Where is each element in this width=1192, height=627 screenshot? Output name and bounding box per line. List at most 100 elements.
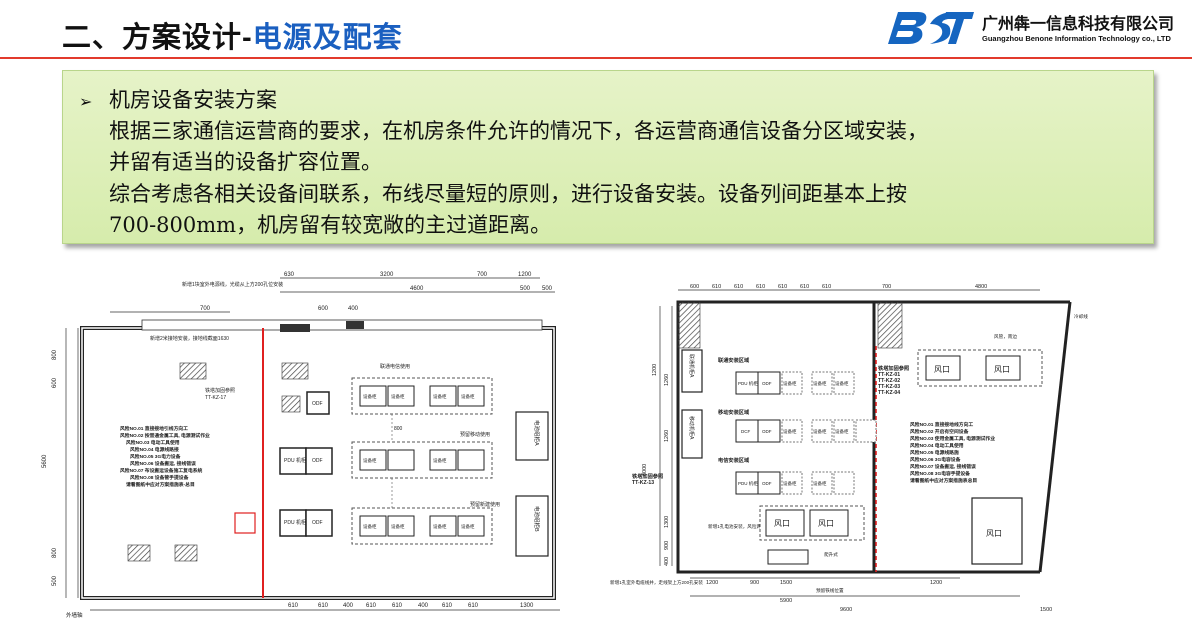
right-bottom-dim-1: 900 — [750, 580, 759, 586]
right-note-3: 铁塔加固参照 — [878, 364, 910, 372]
left-legend: 风险NO.01 直接接地引线方向工 风险NO.02 按普通金属工具, 电源测试作… — [120, 425, 210, 488]
right-box-a: 联通机柜A — [688, 354, 695, 378]
right-legend-0: 风险NO.01 直接接地线方向工 — [910, 421, 973, 428]
left-pdu-1: PDU 机柜 — [284, 457, 306, 464]
right-note-4: TT-KZ-01 — [878, 372, 900, 378]
left-note-0: 新增1块室外电源线，光缆从上方200孔位安装 — [182, 281, 283, 288]
right-top-dim-8: 4800 — [975, 284, 987, 290]
right-left-dim-4: 1300 — [664, 516, 670, 528]
right-note-8: 铁塔加固参照 — [632, 472, 664, 480]
left-top-dim3-1: 600 — [318, 306, 329, 312]
right-odf-1: ODF — [762, 381, 772, 386]
right-note-11: 新增1孔室外电缆线并，走线架上方200孔安装 — [610, 579, 703, 586]
left-mid-dim: 800 — [394, 426, 403, 432]
left-top-dim3-0: 700 — [200, 306, 211, 312]
left-top-dim-0: 630 — [284, 272, 295, 278]
right-top-dim-4: 610 — [778, 284, 787, 290]
right-box-b: 移动机柜A — [688, 416, 695, 440]
right-cab-2: 设备柜 — [813, 380, 827, 387]
arrow-bullet-icon: ➢ — [79, 92, 93, 111]
right-legend-6: 风险NO.07 设备搬运, 接线错误 — [910, 463, 976, 470]
right-dcf-1: DCF — [741, 429, 750, 434]
right-top-dim-5: 610 — [800, 284, 809, 290]
right-legend-7: 风险NO.08 3G电容手提设备 — [910, 470, 970, 477]
right-left-dim-3: 6000 — [642, 464, 648, 476]
left-note-4: 联通电信使用 — [380, 363, 410, 370]
company-logo: 广州犇一信息科技有限公司 Guangzhou Benone Informatio… — [884, 6, 1184, 50]
left-corner-label: 外墙轴 — [66, 611, 83, 619]
floor-plan-left: 630 3200 700 1200 4600 500 500 700 600 4… — [30, 268, 570, 620]
right-bottom-total-2: 1500 — [1040, 607, 1052, 613]
left-ac-label: ODF — [312, 401, 323, 407]
right-pdu-1: PDU 机柜 — [738, 380, 758, 387]
right-pdu-2: PDU 机柜 — [738, 480, 758, 487]
right-legend-4: 风险NO.05 电源线路施 — [910, 449, 959, 456]
left-legend-3: 风险NO.04 电源线路接 — [130, 446, 179, 453]
left-odf-1: ODF — [312, 458, 323, 464]
heading-text: 机房设备安装方案 — [109, 88, 277, 112]
left-top-dim2-1: 500 — [520, 286, 531, 292]
left-bottom-dim-2: 400 — [343, 603, 354, 609]
left-cab-7: 设备柜 — [363, 523, 377, 530]
left-bottom-dim-3: 610 — [366, 603, 377, 609]
left-legend-1: 风险NO.02 按普通金属工具, 电源测试作业 — [120, 432, 210, 439]
page-title: 二、方案设计-电源及配套 — [62, 14, 403, 56]
right-legend-1: 风险NO.02 开启有空间设备 — [910, 428, 969, 435]
left-side-box-2: 电池组柜B — [533, 506, 541, 532]
right-note-15: 预留铁线位置 — [816, 587, 844, 594]
right-note-9: TT-KZ-13 — [632, 480, 654, 486]
right-top-dim-1: 610 — [712, 284, 721, 290]
left-top-dim-1: 3200 — [380, 272, 394, 278]
left-side-box-1: 电池组柜A — [533, 420, 541, 446]
floor-plan-right-drawing: 600 610 610 610 610 610 610 700 4800 120… — [610, 284, 1088, 613]
left-side-dim-3: 800 — [52, 547, 58, 558]
right-left-dim-1: 1260 — [664, 374, 670, 386]
left-legend-4: 风险NO.05 3G电力设备 — [130, 453, 181, 460]
left-note-6: 预留新建使用 — [470, 501, 500, 508]
right-top-dim-6: 610 — [822, 284, 831, 290]
left-cab-5: 设备柜 — [363, 457, 377, 464]
right-fan-5: 风口 — [986, 529, 1002, 538]
right-note-2: 电信安装区域 — [718, 456, 750, 464]
company-name-cn: 广州犇一信息科技有限公司 — [982, 16, 1175, 33]
left-bottom-dim-0: 610 — [288, 603, 299, 609]
right-note-5: TT-KZ-02 — [878, 378, 900, 384]
right-cab-1: 设备柜 — [783, 380, 797, 387]
floor-plan-right: 600 610 610 610 610 610 610 700 4800 120… — [600, 266, 1110, 620]
right-legend-2: 风险NO.03 使用金属工具, 电源测试作业 — [910, 435, 995, 442]
left-bottom-dim-6: 610 — [442, 603, 453, 609]
title-accent: 电源及配套 — [252, 22, 403, 54]
left-cab-2: 设备柜 — [391, 393, 405, 400]
right-legend: 风险NO.01 直接接地线方向工 风险NO.02 开启有空间设备 风险NO.03… — [910, 421, 995, 484]
right-top-dim-3: 610 — [756, 284, 765, 290]
left-side-dim-2: 5600 — [42, 454, 48, 468]
right-left-dim-6: 400 — [664, 557, 670, 566]
left-side-dim-0: 800 — [52, 349, 58, 360]
left-bottom-dim-1: 610 — [318, 603, 329, 609]
right-fan-3: 风口 — [774, 519, 790, 528]
left-bottom-dims: 610 610 400 610 610 400 610 610 1300 — [288, 603, 534, 609]
right-left-dim-2: 1260 — [664, 430, 670, 442]
left-bottom-dim-8: 1300 — [520, 603, 534, 609]
left-bottom-dim-4: 610 — [392, 603, 403, 609]
left-legend-2: 风险NO.03 电动工具使用 — [126, 439, 180, 446]
left-side-dim-1: 600 — [52, 377, 58, 388]
left-cab-3: 设备柜 — [433, 393, 447, 400]
right-top-dim-7: 700 — [882, 284, 891, 290]
left-note-1: 新增2米接地安装，接地线截面1630 — [150, 335, 229, 342]
right-cab-5: 设备柜 — [813, 428, 827, 435]
floor-plan-left-drawing: 630 3200 700 1200 4600 500 500 700 600 4… — [42, 272, 560, 619]
right-note-10: 新增1孔电池安装，风险两电1630 — [708, 523, 776, 530]
left-cab-8: 设备柜 — [391, 523, 405, 530]
right-top-dim-0: 600 — [690, 284, 699, 290]
right-note-1: 移动安装区域 — [718, 408, 750, 416]
header-rule — [0, 57, 1192, 59]
left-side-dim-4: 500 — [52, 575, 58, 586]
left-cab-9: 设备柜 — [433, 523, 447, 530]
title-prefix: 二、方案设计- — [62, 22, 253, 54]
right-odf-2: ODF — [762, 429, 772, 434]
right-bottom-total-1: 9600 — [840, 607, 852, 613]
left-top-dim2-2: 500 — [542, 286, 553, 292]
right-fan-2: 风口 — [994, 365, 1010, 374]
right-note-6: TT-KZ-03 — [878, 384, 900, 390]
